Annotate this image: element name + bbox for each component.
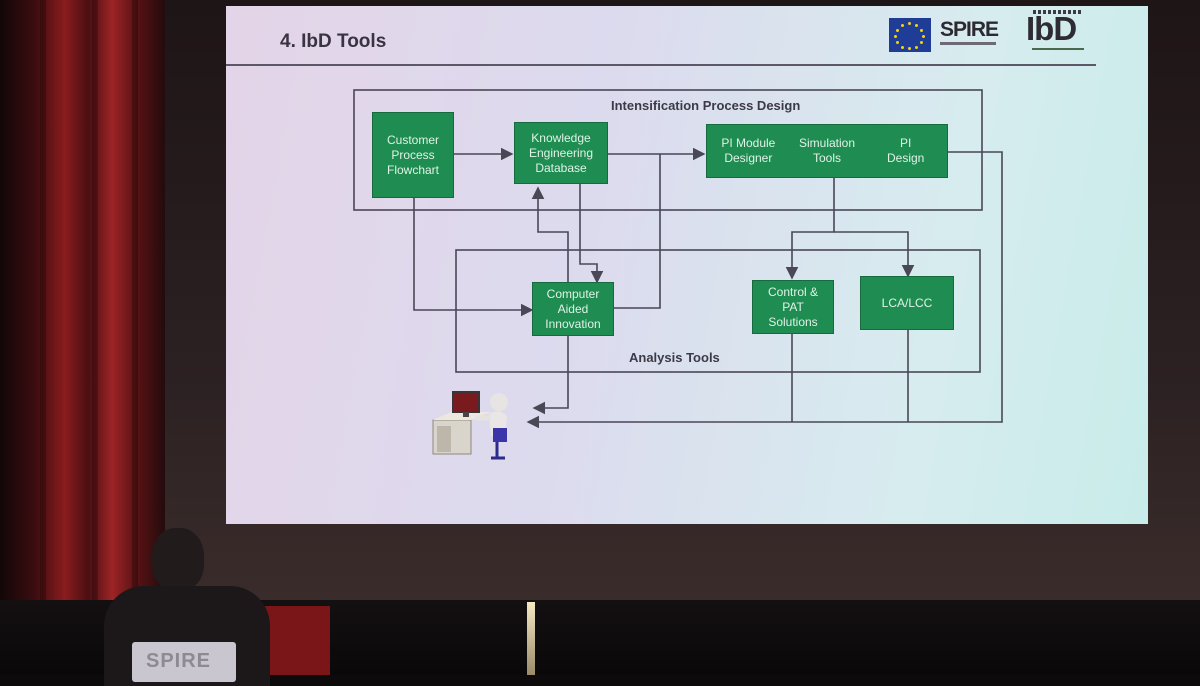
node-label: Customer Process Flowchart (386, 132, 439, 177)
presentation-slide: 4. IbD Tools SPIRE IbD (226, 6, 1148, 524)
connector (413, 198, 534, 317)
stage-light (527, 602, 535, 675)
curtain-fold (132, 0, 138, 675)
node-label-pi-module: PI Module Designer (721, 136, 776, 165)
eu-flag-logo (889, 18, 931, 52)
connector (532, 336, 569, 415)
podium: SPIRE (132, 642, 236, 682)
node-computer-aided-innovation: Computer Aided Innovation (532, 282, 614, 336)
curtain-fold (92, 0, 98, 675)
ibd-logo-tagline (1032, 48, 1084, 50)
group-label-intensification: Intensification Process Design (611, 98, 801, 113)
node-label: LCA/LCC (881, 295, 933, 310)
node-label-simulation: Simulation Tools (798, 136, 856, 165)
diagram-connectors (353, 89, 1003, 429)
group-frame-intensification (353, 89, 983, 211)
node-label: Control & PAT Solutions (767, 284, 819, 329)
node-pi-tools: PI Module Designer Simulation Tools PI D… (706, 124, 948, 178)
presenter-silhouette: SPIRE (104, 528, 270, 686)
user-at-computer-icon (432, 391, 508, 460)
spire-logo-tagline (940, 42, 996, 45)
connector (579, 184, 604, 284)
node-label: Computer Aided Innovation (545, 286, 601, 331)
node-lca-lcc: LCA/LCC (860, 276, 954, 330)
stage-curtain (0, 0, 170, 675)
connector (531, 186, 569, 282)
connector (834, 231, 915, 278)
slide-title: 4. IbD Tools (280, 31, 387, 52)
stage-red-panel (260, 606, 330, 675)
ibd-logo: IbD (1026, 10, 1077, 47)
spire-logo: SPIRE (940, 18, 999, 41)
title-divider (226, 64, 1096, 66)
node-knowledge-engineering-database: Knowledge Engineering Database (514, 122, 608, 184)
connector (614, 154, 661, 309)
presenter-head (152, 528, 204, 590)
curtain-fold (40, 0, 46, 675)
podium-logo: SPIRE (146, 650, 212, 672)
group-label-analysis: Analysis Tools (629, 350, 720, 365)
connector (785, 178, 835, 280)
connector (526, 151, 1003, 429)
node-label-pi-design: PI Design (887, 136, 925, 165)
group-frame-analysis (455, 249, 981, 373)
ibd-logo-bar (1033, 10, 1081, 14)
node-label: Knowledge Engineering Database (528, 130, 594, 175)
node-control-pat-solutions: Control & PAT Solutions (752, 280, 834, 334)
node-customer-process-flowchart: Customer Process Flowchart (372, 112, 454, 198)
